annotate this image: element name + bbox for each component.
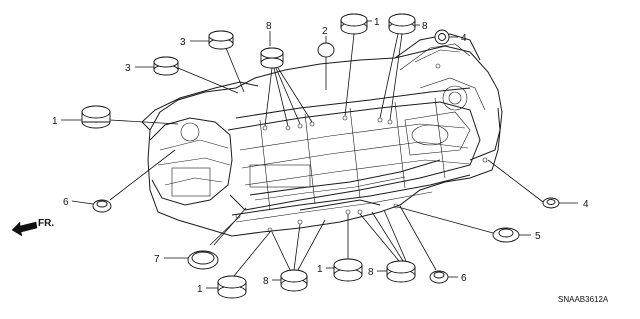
- callout-7: 7: [154, 254, 160, 265]
- grommet-1-bottom: [333, 258, 363, 282]
- callout-1-bottom-left: 1: [197, 284, 203, 295]
- callout-4-right: 4: [583, 199, 589, 210]
- callout-3-upper: 3: [180, 37, 186, 48]
- callout-2: 2: [322, 26, 328, 37]
- callout-6-bottom: 6: [461, 273, 467, 284]
- front-arrow-icon: [11, 221, 38, 237]
- callout-4-top: 4: [461, 33, 467, 44]
- grommets: [81, 13, 560, 299]
- grommet-6-bottom: [429, 270, 449, 284]
- grommet-3-lower: [153, 56, 179, 76]
- callout-6-left: 6: [63, 197, 69, 208]
- callout-1-bottom: 1: [317, 264, 323, 275]
- callout-labels: 1 2 3 3 8 1 8 4 1 6 4 5 7 1 8 1 8 6: [52, 17, 589, 295]
- grommet-1-left: [81, 105, 111, 129]
- grommet-5: [492, 227, 520, 243]
- callout-3-lower: 3: [125, 63, 131, 74]
- grommet-8-bottom-right: [386, 260, 416, 283]
- callout-8-top-right: 8: [422, 21, 428, 32]
- callout-8-top: 8: [266, 21, 272, 32]
- leader-lines: [61, 20, 578, 289]
- callout-1-top: 1: [374, 17, 380, 28]
- grommet-1-top: [340, 13, 368, 35]
- diagram-code: SNAAB3612A: [558, 295, 609, 304]
- grommet-1-bottom-left: [217, 275, 247, 299]
- grommet-2: [317, 42, 335, 58]
- grommet-7: [187, 250, 219, 270]
- grommet-8-top-right: [388, 13, 416, 35]
- grommet-3-upper: [208, 30, 234, 50]
- grommet-8-top: [260, 47, 284, 69]
- callout-8-bottom-right: 8: [368, 267, 374, 278]
- callout-1-left: 1: [52, 116, 58, 127]
- front-direction-indicator: FR.: [11, 218, 54, 237]
- callout-5: 5: [535, 231, 541, 242]
- front-direction-label: FR.: [38, 218, 54, 229]
- callout-8-bottom: 8: [263, 276, 269, 287]
- grommet-6-left: [92, 199, 112, 213]
- grommet-8-bottom: [280, 269, 308, 292]
- grommet-4-right: [542, 197, 560, 209]
- grommet-4-top: [434, 29, 450, 45]
- vehicle-underbody: [141, 33, 503, 237]
